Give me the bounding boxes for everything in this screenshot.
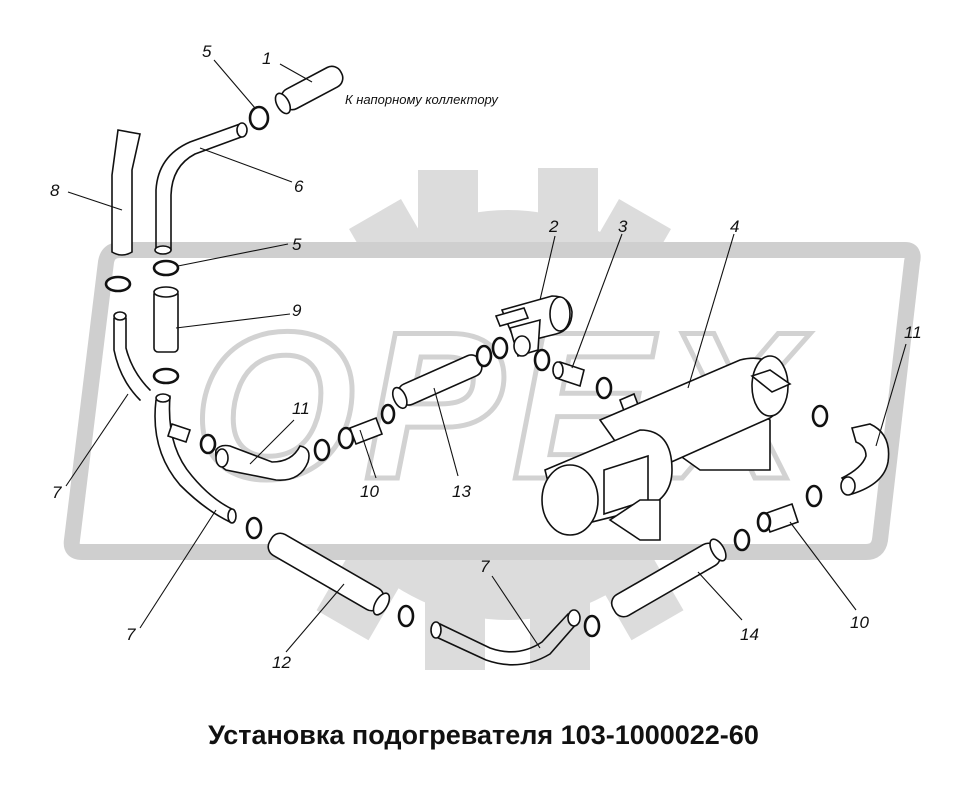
callouts: 1 5 2 3 4 6 5 8 9 11 11 7 7 7 10 10 12 1… <box>50 42 922 672</box>
part-7-hose-bottom <box>430 609 581 666</box>
callout-4: 4 <box>730 217 739 236</box>
callout-8: 8 <box>50 181 60 200</box>
part-7-hose-curve <box>154 393 237 524</box>
stub-left <box>166 422 217 455</box>
callout-14: 14 <box>740 625 759 644</box>
rings-13 <box>475 336 509 368</box>
part-14-pipe <box>610 538 727 618</box>
callout-3: 3 <box>618 217 628 236</box>
callout-6: 6 <box>294 177 304 196</box>
part-3-fitting <box>533 348 613 400</box>
callout-7-left: 7 <box>52 483 62 502</box>
part-7-hose-left <box>113 311 151 401</box>
callout-7-bottom: 7 <box>480 557 490 576</box>
part-12-pipe <box>245 516 415 628</box>
ring-14 <box>583 614 601 638</box>
part-6-bent-hose <box>154 122 248 255</box>
part-11-elbow-left <box>214 444 310 481</box>
callout-5-mid: 5 <box>292 235 302 254</box>
part-4-heater <box>541 355 792 541</box>
callout-13: 13 <box>452 482 471 501</box>
part-9-pipe <box>152 286 180 385</box>
part-10-fitting-right <box>733 484 823 552</box>
part-10-fitting-left <box>313 403 396 462</box>
diagram-caption: Установка подогревателя 103-1000022-60 <box>208 720 759 750</box>
ring-right <box>811 404 829 428</box>
leader-lines <box>65 59 907 653</box>
part-1-pipe <box>274 65 344 115</box>
callout-10-left: 10 <box>360 482 379 501</box>
note-pressure-collector: К напорному коллектору <box>345 92 499 107</box>
parts <box>104 65 890 666</box>
callout-7-bottom-left: 7 <box>126 625 136 644</box>
callout-2: 2 <box>548 217 559 236</box>
callout-9: 9 <box>292 301 302 320</box>
callout-11-right: 11 <box>904 323 922 342</box>
callout-12: 12 <box>272 653 291 672</box>
callout-11-left: 11 <box>292 399 310 418</box>
callout-5-top: 5 <box>202 42 212 61</box>
part-5-ring-top <box>248 105 270 131</box>
watermark-logo: OPEX <box>63 168 921 670</box>
rings-row-1 <box>104 259 180 293</box>
part-2-valve <box>494 295 573 357</box>
part-8-hose <box>111 129 141 256</box>
callout-10-right: 10 <box>850 613 869 632</box>
callout-1: 1 <box>262 49 271 68</box>
